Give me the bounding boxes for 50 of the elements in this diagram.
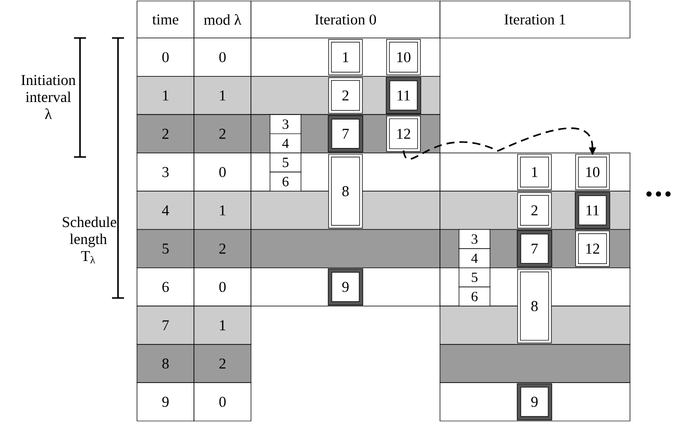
header-cell: time xyxy=(136,0,194,38)
operation-box: 12 xyxy=(575,230,610,267)
table-cell: 1 xyxy=(194,76,252,115)
operation-box: 5 xyxy=(458,268,490,288)
operation-box: 11 xyxy=(386,76,422,114)
table-cell: 5 xyxy=(136,229,194,268)
operation-box: 3 xyxy=(458,229,490,249)
header-cell: Iteration 1 xyxy=(440,0,630,38)
table-cell: 3 xyxy=(136,152,194,192)
operation-box: 6 xyxy=(458,286,490,306)
operation-box: 5 xyxy=(270,152,302,172)
table-cell: 8 xyxy=(136,344,194,383)
table-cell: 0 xyxy=(136,38,194,77)
table-cell: 9 xyxy=(136,382,194,422)
dimension-label: Initiation interval λ xyxy=(21,75,76,119)
table-cell: 0 xyxy=(194,382,252,422)
operation-box: 12 xyxy=(386,116,421,152)
table-cell: 0 xyxy=(194,152,252,192)
operation-box: 10 xyxy=(575,154,610,190)
operation-box: 2 xyxy=(328,77,363,114)
operation-box: 8 xyxy=(328,154,363,228)
table-cell: 2 xyxy=(194,229,252,268)
dimension-label: Schedule length T$_{λ}$ xyxy=(62,216,116,264)
table-cell: 7 xyxy=(136,306,194,345)
table-cell: 1 xyxy=(194,306,252,345)
table-cell: 4 xyxy=(136,190,194,230)
operation-box: 7 xyxy=(516,230,552,268)
table-cell: 6 xyxy=(136,268,194,306)
operation-box: 1 xyxy=(328,39,363,76)
operation-box: 10 xyxy=(386,39,421,76)
operation-box: 9 xyxy=(516,383,552,420)
operation-box: 4 xyxy=(458,248,490,268)
table-cell: 1 xyxy=(194,190,252,230)
operation-box: 6 xyxy=(270,172,302,192)
table-cell: 2 xyxy=(136,114,194,154)
operation-box: 4 xyxy=(270,133,302,154)
operation-box: 8 xyxy=(517,268,552,344)
table-cell: 0 xyxy=(194,268,252,306)
table-cell: 1 xyxy=(136,76,194,115)
operation-box: 2 xyxy=(517,192,552,228)
operation-box: 7 xyxy=(328,115,364,152)
operation-box: 3 xyxy=(270,114,302,134)
operation-box: 9 xyxy=(328,268,364,306)
arrow xyxy=(402,128,596,160)
operation-box: 1 xyxy=(517,154,552,190)
table-cell: 2 xyxy=(194,114,252,154)
table-cell: 2 xyxy=(194,344,252,383)
table-cell: 0 xyxy=(194,38,252,77)
operation-box: 11 xyxy=(574,192,610,229)
header-cell: mod λ xyxy=(194,0,252,38)
